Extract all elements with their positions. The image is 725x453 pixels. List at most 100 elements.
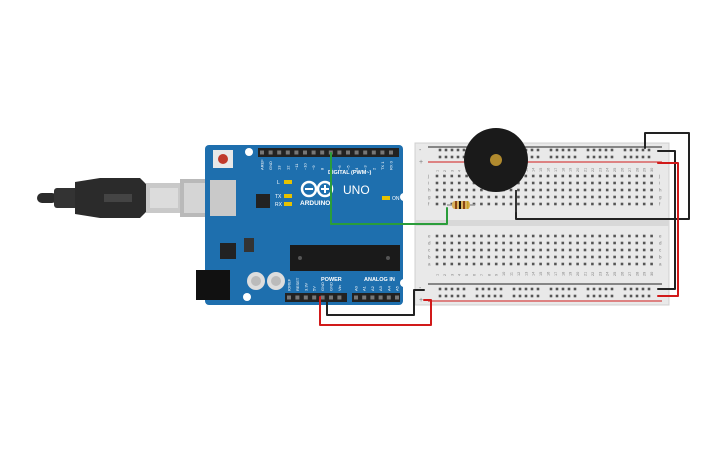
- bb-hole[interactable]: [628, 195, 631, 199]
- bb-rail-hole[interactable]: [592, 148, 596, 152]
- bb-hole[interactable]: [620, 234, 624, 238]
- bb-rail-hole[interactable]: [635, 148, 639, 152]
- bb-hole[interactable]: [591, 202, 594, 206]
- bb-hole[interactable]: [583, 174, 587, 178]
- bb-rail-hole[interactable]: [641, 148, 645, 152]
- bb-hole[interactable]: [517, 255, 520, 259]
- bb-hole[interactable]: [642, 174, 646, 178]
- bb-hole[interactable]: [546, 202, 550, 206]
- bb-hole[interactable]: [509, 234, 513, 238]
- bb-hole[interactable]: [517, 241, 520, 245]
- bb-hole[interactable]: [591, 262, 594, 266]
- bb-hole[interactable]: [620, 195, 624, 199]
- bb-hole[interactable]: [635, 195, 639, 199]
- header-pin[interactable]: [268, 150, 273, 155]
- bb-hole[interactable]: [635, 255, 639, 259]
- header-pin[interactable]: [370, 295, 375, 300]
- bb-hole[interactable]: [554, 255, 557, 259]
- bb-hole[interactable]: [546, 255, 550, 259]
- bb-rail-hole[interactable]: [561, 294, 565, 298]
- bb-hole[interactable]: [554, 195, 557, 199]
- bb-hole[interactable]: [605, 195, 609, 199]
- bb-hole[interactable]: [487, 248, 491, 252]
- bb-hole[interactable]: [605, 255, 609, 259]
- bb-rail-hole[interactable]: [610, 287, 614, 291]
- bb-hole[interactable]: [554, 241, 557, 245]
- header-pin[interactable]: [311, 150, 316, 155]
- bb-hole[interactable]: [583, 248, 587, 252]
- bb-hole[interactable]: [568, 188, 572, 192]
- bb-hole[interactable]: [480, 262, 483, 266]
- bb-hole[interactable]: [598, 262, 602, 266]
- bb-hole[interactable]: [650, 234, 653, 238]
- bb-hole[interactable]: [435, 255, 439, 259]
- bb-hole[interactable]: [531, 181, 535, 185]
- bb-rail-hole[interactable]: [629, 294, 633, 298]
- bb-rail-hole[interactable]: [567, 294, 571, 298]
- bb-hole[interactable]: [435, 202, 439, 206]
- bb-rail-hole[interactable]: [623, 287, 627, 291]
- bb-hole[interactable]: [635, 181, 639, 185]
- bb-hole[interactable]: [605, 262, 609, 266]
- bb-hole[interactable]: [457, 248, 461, 252]
- bb-rail-hole[interactable]: [444, 287, 448, 291]
- bb-hole[interactable]: [628, 174, 631, 178]
- bb-hole[interactable]: [480, 234, 483, 238]
- bb-hole[interactable]: [620, 248, 624, 252]
- bb-hole[interactable]: [502, 255, 505, 259]
- bb-hole[interactable]: [509, 255, 513, 259]
- bb-hole[interactable]: [598, 202, 602, 206]
- bb-hole[interactable]: [517, 195, 520, 199]
- header-pin[interactable]: [337, 295, 342, 300]
- bb-hole[interactable]: [465, 262, 468, 266]
- bb-hole[interactable]: [480, 195, 483, 199]
- bb-hole[interactable]: [531, 234, 535, 238]
- bb-hole[interactable]: [583, 255, 587, 259]
- bb-rail-hole[interactable]: [475, 287, 479, 291]
- header-pin[interactable]: [346, 150, 350, 155]
- bb-rail-hole[interactable]: [635, 155, 639, 159]
- bb-hole[interactable]: [583, 202, 587, 206]
- bb-hole[interactable]: [620, 174, 624, 178]
- bb-hole[interactable]: [502, 195, 505, 199]
- bb-hole[interactable]: [605, 188, 609, 192]
- bb-hole[interactable]: [583, 195, 587, 199]
- bb-hole[interactable]: [480, 241, 483, 245]
- header-pin[interactable]: [371, 150, 376, 155]
- header-pin[interactable]: [395, 295, 399, 300]
- bb-rail-hole[interactable]: [493, 287, 497, 291]
- bb-hole[interactable]: [539, 241, 542, 245]
- bb-hole[interactable]: [450, 248, 454, 252]
- bb-hole[interactable]: [443, 255, 446, 259]
- bb-hole[interactable]: [457, 262, 461, 266]
- bb-hole[interactable]: [472, 262, 476, 266]
- bb-hole[interactable]: [480, 255, 483, 259]
- bb-hole[interactable]: [465, 181, 468, 185]
- bb-hole[interactable]: [487, 202, 491, 206]
- bb-hole[interactable]: [494, 202, 498, 206]
- bb-hole[interactable]: [650, 195, 653, 199]
- bb-hole[interactable]: [591, 234, 594, 238]
- bb-hole[interactable]: [539, 234, 542, 238]
- bb-rail-hole[interactable]: [456, 287, 460, 291]
- bb-rail-hole[interactable]: [530, 287, 534, 291]
- bb-rail-hole[interactable]: [641, 294, 645, 298]
- bb-hole[interactable]: [443, 181, 446, 185]
- bb-hole[interactable]: [539, 181, 542, 185]
- bb-hole[interactable]: [494, 234, 498, 238]
- bb-hole[interactable]: [450, 202, 454, 206]
- bb-rail-hole[interactable]: [561, 148, 565, 152]
- bb-rail-hole[interactable]: [438, 294, 442, 298]
- bb-rail-hole[interactable]: [592, 294, 596, 298]
- bb-hole[interactable]: [539, 174, 542, 178]
- bb-hole[interactable]: [628, 202, 631, 206]
- bb-hole[interactable]: [546, 188, 550, 192]
- bb-hole[interactable]: [554, 248, 557, 252]
- bb-hole[interactable]: [583, 262, 587, 266]
- bb-hole[interactable]: [576, 248, 579, 252]
- bb-rail-hole[interactable]: [530, 155, 534, 159]
- bb-hole[interactable]: [576, 174, 579, 178]
- bb-hole[interactable]: [546, 234, 550, 238]
- bb-hole[interactable]: [450, 188, 454, 192]
- bb-hole[interactable]: [450, 234, 454, 238]
